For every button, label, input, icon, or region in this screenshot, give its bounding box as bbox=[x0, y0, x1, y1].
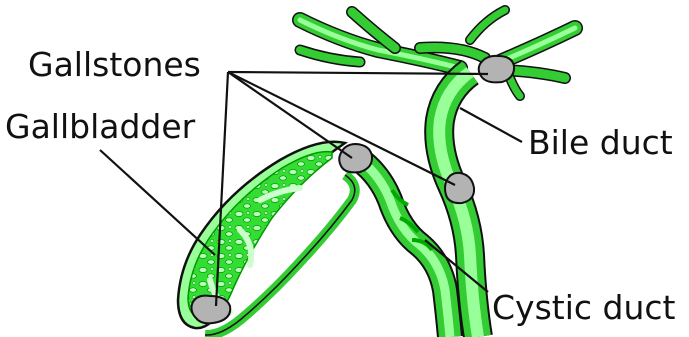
hepatic-ducts bbox=[300, 10, 575, 96]
label-gallstones: Gallstones bbox=[28, 48, 201, 81]
leader-gallstones-2 bbox=[228, 72, 352, 158]
leader-gallbladder bbox=[100, 150, 215, 255]
label-bile-duct: Bile duct bbox=[528, 126, 673, 159]
gallstone-bile-duct bbox=[445, 173, 474, 203]
label-cystic-duct: Cystic duct bbox=[492, 291, 675, 324]
label-gallbladder: Gallbladder bbox=[5, 110, 195, 143]
gallstone-neck bbox=[339, 144, 372, 172]
gallstone-hepatic bbox=[479, 56, 514, 83]
gallstone-fundus bbox=[192, 296, 231, 324]
leader-bile-duct bbox=[460, 108, 522, 142]
